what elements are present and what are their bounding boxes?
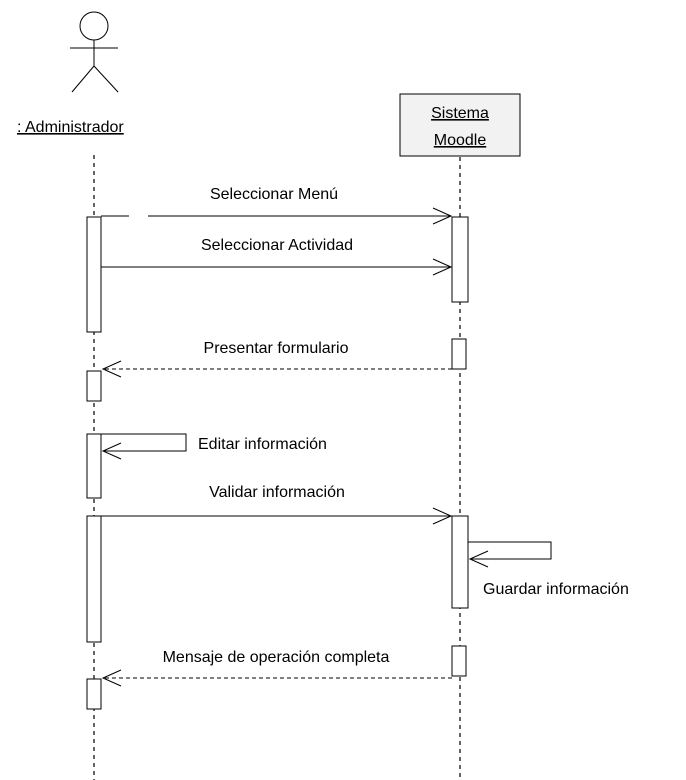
actor-activation-bar-3	[86, 433, 102, 499]
self-message-editar-informacion	[101, 433, 187, 460]
message-label-validar-informacion: Validar información	[209, 484, 345, 501]
message-label-seleccionar-menu: Seleccionar Menú	[210, 186, 338, 203]
actor-icon	[70, 11, 119, 93]
system-label-line2: Moodle	[434, 132, 487, 149]
message-arrow-seleccionar-menu	[101, 207, 453, 225]
actor-activation-bar-1	[86, 216, 102, 333]
message-label-editar-informacion: Editar información	[198, 436, 327, 453]
system-activation-bar-1	[451, 216, 469, 303]
self-message-guardar-informacion	[468, 541, 552, 568]
message-arrow-presentar-formulario	[101, 360, 452, 378]
message-label-guardar-informacion: Guardar información	[483, 581, 629, 598]
message-arrow-seleccionar-actividad	[101, 258, 453, 276]
message-label-mensaje-operacion-completa: Mensaje de operación completa	[163, 649, 390, 666]
message-arrow-validar-informacion	[101, 507, 453, 525]
system-activation-bar-4	[451, 645, 467, 677]
message-label-seleccionar-actividad: Seleccionar Actividad	[201, 237, 353, 254]
actor-activation-bar-4	[86, 515, 102, 643]
message-label-presentar-formulario: Presentar formulario	[204, 340, 349, 357]
actor-activation-bar-2	[86, 370, 102, 402]
actor-label: : Administrador	[17, 119, 124, 136]
system-activation-bar-2	[451, 338, 467, 370]
system-object-box	[399, 93, 521, 157]
system-activation-bar-3	[451, 515, 469, 609]
actor-activation-bar-5	[86, 678, 102, 710]
system-label-line1: Sistema	[431, 105, 489, 122]
message-arrow-mensaje-operacion-completa	[101, 669, 452, 687]
